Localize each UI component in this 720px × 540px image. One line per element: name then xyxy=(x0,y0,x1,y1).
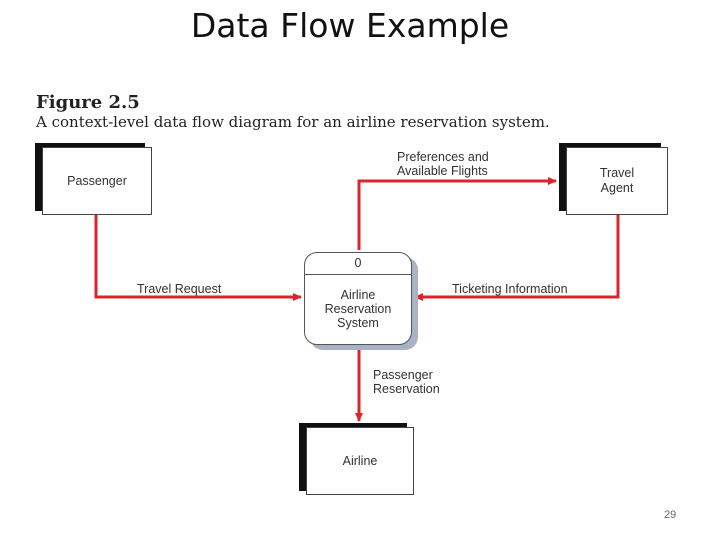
airline-label: Airline xyxy=(342,453,378,468)
slide-title: Data Flow Example xyxy=(190,6,510,45)
passenger-label: Passenger xyxy=(67,173,127,188)
travel-agent-entity: Travel Agent xyxy=(566,147,668,215)
flow-travel-request-arrow xyxy=(94,213,302,301)
airline-entity: Airline xyxy=(306,427,414,495)
figure-number: Figure 2.5 xyxy=(36,92,140,113)
flow-preferences-arrow xyxy=(357,177,557,250)
flow-label-ticketing: Ticketing Information xyxy=(452,282,568,296)
reservation-system-process: 0 Airline Reservation System xyxy=(304,252,412,345)
flow-ticketing-arrow xyxy=(414,213,620,301)
passenger-entity: Passenger xyxy=(42,147,152,215)
process-id: 0 xyxy=(305,253,411,275)
flow-label-reservation: Passenger Reservation xyxy=(373,368,440,397)
flow-label-travel-request: Travel Request xyxy=(137,282,222,296)
process-name: Airline Reservation System xyxy=(324,288,392,330)
flow-label-preferences: Preferences and Available Flights xyxy=(397,150,489,179)
travel-agent-label: Travel Agent xyxy=(599,166,635,195)
page-number: 29 xyxy=(664,509,677,521)
figure-caption: A context-level data flow diagram for an… xyxy=(36,113,550,131)
